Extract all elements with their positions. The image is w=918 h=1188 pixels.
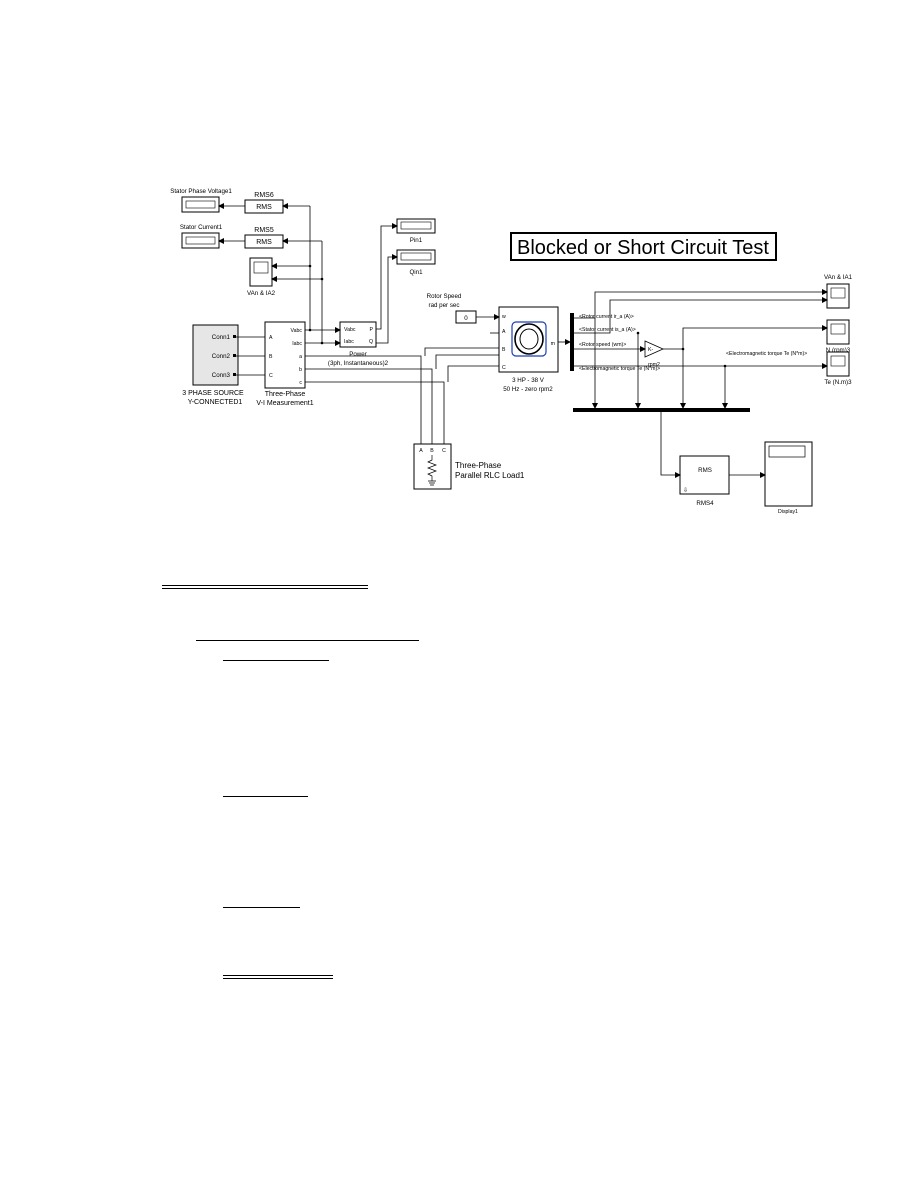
vi-name-1: Three-Phase [265,391,306,398]
te-line-label: <Electromagnetic torque Te (N*m)> [726,351,807,357]
qin-display[interactable] [396,249,436,265]
rms5-label: RMS [256,239,272,246]
rms4-label: RMS [698,467,712,474]
vi-name-2: V-I Measurement1 [256,400,313,407]
load-port-c: C [442,448,446,454]
stator-current-display[interactable] [181,232,220,249]
three-phase-source-block[interactable]: Conn1 Conn2 Conn3 [192,324,239,386]
stator-phase-voltage-display[interactable] [181,196,220,213]
rms6-block[interactable]: RMS [244,199,284,214]
rms4-block[interactable]: RMS ⇩ [679,455,730,495]
power-out-q: Q [369,339,373,345]
rotor-speed-value: 0 [464,315,468,322]
gain-name: rpm2 [648,362,660,368]
display1-label: Display1 [778,509,798,515]
load-name-1: Three-Phase [455,461,502,470]
rms4-name: RMS4 [696,500,714,507]
item-underline-4 [223,975,333,979]
item-underline-2 [223,796,308,797]
pin-label: Pin1 [410,237,423,244]
motor-out-m: m [551,341,555,347]
motor-name-2: 50 Hz - zero rpm2 [503,386,553,393]
motor-in-w: w [502,314,506,320]
gain-value: K- [648,347,653,353]
source-port-1: Conn1 [212,334,231,341]
bus-signal-rotor-current: <Rotor current ir_a (A)> [579,314,634,320]
rms6-name: RMS6 [254,192,274,199]
van-ia-label: VAn & IA1 [824,274,853,281]
pin-display[interactable] [396,218,436,234]
item-underline-3 [223,907,300,908]
power-subtitle: (3ph, Instantaneous)2 [328,360,389,367]
rotor-speed-label-2: rad per sec [429,302,460,309]
load-port-b: B [430,448,434,454]
motor-name-1: 3 HP - 38 V [512,377,545,384]
motor-in-b: B [502,347,506,353]
rms6-label: RMS [256,204,272,211]
power-block[interactable]: Vabc Iabc P Q [339,321,377,348]
source-name-2: Y-CONNECTED1 [188,399,243,406]
source-port-3: Conn3 [212,372,231,379]
bus-signal-rotor-speed: <Rotor speed (wm)> [579,342,626,348]
n-rpm-scope[interactable] [826,319,850,345]
motor-in-c: C [502,365,506,371]
wires [218,203,828,478]
rlc-load-block[interactable]: A B C [413,443,452,490]
te-nm-label: Te (N.m)3 [824,379,852,386]
bus-signal-stator-current: <Stator current is_a (A)> [579,327,636,333]
n-rpm-label: N (rpm)3 [826,347,851,354]
power-in-iabc: Iabc [344,339,354,345]
power-name: Power [349,351,367,358]
power-out-p: P [370,327,374,333]
vi-in-b: B [269,354,273,360]
vi-out-vabc: Vabc [291,328,303,334]
rms5-block[interactable]: RMS [244,234,284,249]
induction-motor-block[interactable]: w A B C m [498,306,559,373]
qin-label: Qin1 [409,269,423,276]
vi-out-a: a [299,354,302,360]
van-ia-scope[interactable] [826,283,850,309]
bus-selector[interactable] [570,313,574,371]
rpm-gain-block[interactable]: K- [644,340,664,358]
load-name-2: Parallel RLC Load1 [455,471,525,480]
van-ia2-scope[interactable] [249,257,273,287]
van-ia2-label: VAn & IA2 [247,290,276,297]
stator-current-label: Stator Current1 [180,224,223,231]
stator-phase-voltage-label: Stator Phase Voltage1 [170,188,232,195]
source-port-2: Conn2 [212,353,231,360]
bus-signal-labels: <Rotor current ir_a (A)> <Stator current… [579,314,660,372]
power-in-vabc: Vabc [344,327,356,333]
rotor-speed-constant[interactable]: 0 [455,310,477,324]
source-name-1: 3 PHASE SOURCE [182,390,244,397]
title-box: Blocked or Short Circuit Test [510,232,777,261]
motor-in-a: A [502,329,506,335]
svg-text:⇩: ⇩ [683,487,688,494]
vi-out-b: b [299,367,302,373]
display1-block[interactable] [764,441,813,507]
section-heading-underline [162,585,368,589]
load-port-a: A [419,448,423,454]
vi-out-iabc: Iabc [292,341,302,347]
page-title: Blocked or Short Circuit Test [517,237,769,259]
bus-signal-torque: <Electromagnetic torque Te (N*m)> [579,366,660,372]
vi-measurement-block[interactable]: A B C Vabc Iabc a b c [264,321,306,389]
rms5-name: RMS5 [254,227,274,234]
vi-in-c: C [269,373,273,379]
item-underline-1 [223,660,329,661]
subsection-underline [196,640,419,641]
rotor-speed-label-1: Rotor Speed [427,293,462,300]
te-nm-scope[interactable] [826,351,850,377]
vi-out-c: c [299,380,302,386]
vi-in-a: A [269,335,273,341]
mux-bar[interactable] [573,408,750,412]
